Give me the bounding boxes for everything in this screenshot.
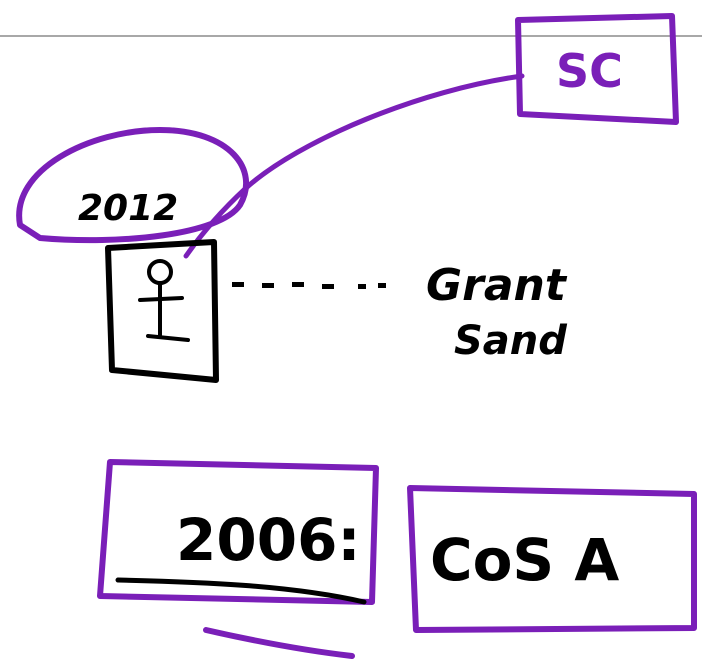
- person-icon: [138, 259, 190, 342]
- cos-text: CoS A: [430, 526, 619, 594]
- bottom-mark: [203, 627, 355, 659]
- year-top-text: 2012: [78, 188, 178, 229]
- sc-text: SC: [556, 44, 623, 98]
- sc-box: [515, 13, 679, 125]
- year-bottom-underline: [115, 577, 367, 605]
- year-top-ellipse: [16, 127, 249, 244]
- sc-connector-line: [183, 73, 525, 259]
- label-line-1: Grant: [426, 260, 568, 311]
- label-line-2: Sand: [454, 318, 567, 364]
- year-bottom-text: 2006:: [176, 506, 361, 574]
- cos-box: [407, 485, 697, 633]
- person-box: [105, 239, 219, 383]
- year-bottom-box: [97, 459, 379, 605]
- dotted-connector: [232, 282, 386, 289]
